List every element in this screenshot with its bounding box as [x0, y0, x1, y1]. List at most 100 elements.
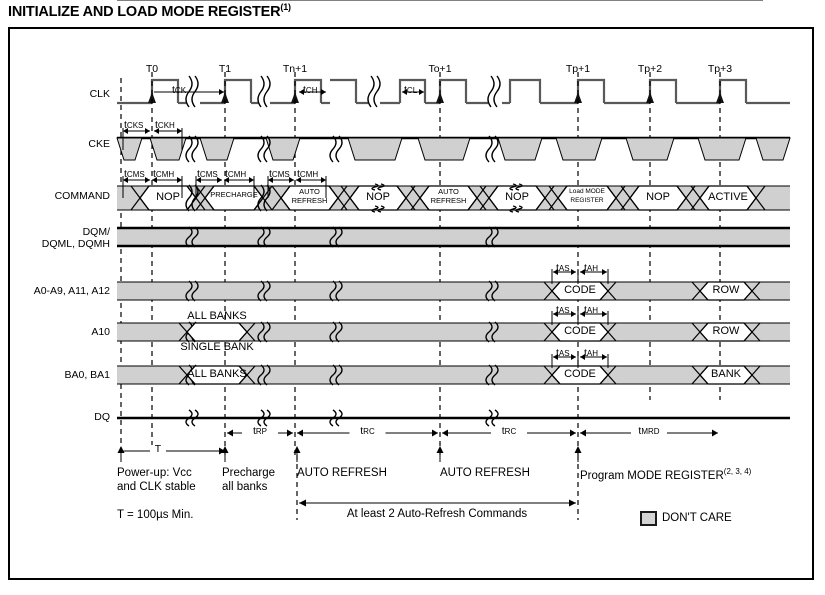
clock-tick-T1: T1 — [218, 63, 232, 75]
tcks-arrow-arrowhead — [145, 128, 150, 134]
addr-row-box-label: ROW — [712, 284, 740, 296]
a10-row-box-cross — [743, 322, 761, 342]
command-label-1: PRECHARGE — [210, 190, 258, 199]
ba-break — [485, 364, 493, 386]
dq-break — [485, 409, 493, 427]
addr-break — [263, 280, 271, 302]
tcl-arrow-arrowhead — [402, 89, 407, 95]
dq-break — [329, 409, 337, 427]
event-marker-head-3 — [436, 446, 444, 453]
trc-interval-2-label-bg — [491, 427, 527, 439]
command-break — [257, 184, 265, 212]
command-cross — [340, 185, 360, 211]
tas-arrow-arrowhead — [571, 311, 576, 317]
clk-break — [257, 75, 265, 108]
a10-code-box-cross — [599, 322, 617, 342]
signal-label-ba: BA0, BA1 — [64, 369, 110, 381]
clock-edge-Tp+2 — [646, 92, 654, 103]
param-tcmh-1: tCMH — [225, 168, 247, 180]
clock-edge-T1 — [221, 92, 229, 103]
cke-break — [191, 135, 199, 163]
tck-arrow-arrowhead — [219, 89, 224, 95]
command-label-0: NOP — [156, 191, 180, 203]
a10-break — [491, 321, 499, 343]
signal-label-clk: CLK — [89, 88, 110, 100]
clk-break — [367, 75, 375, 108]
command-cross — [606, 185, 626, 211]
cke-dont-care-7 — [555, 137, 603, 161]
a10-allbanks-label: ALL BANKS — [187, 310, 247, 322]
autorefresh-span-ah — [569, 499, 576, 507]
command-cross — [535, 185, 555, 211]
addr-code-box-label: CODE — [564, 284, 596, 296]
a10-code-box-cross — [543, 322, 561, 342]
command-break-small — [371, 205, 379, 213]
trc-interval-1-ah — [297, 429, 303, 437]
cke-break — [329, 135, 337, 163]
command-label-2: AUTO — [299, 187, 320, 196]
signal-label-addr: A0-A9, A11, A12 — [33, 285, 110, 297]
command-break-small — [377, 205, 385, 213]
ba-break — [329, 364, 337, 386]
t-interval-label: T — [154, 443, 162, 455]
tch-arrow-arrowhead — [299, 89, 304, 95]
trp-interval-ah — [227, 429, 233, 437]
param-tah-0: tAH — [584, 262, 599, 274]
clk-break — [373, 75, 381, 108]
a10-cross — [178, 322, 196, 342]
ba-break — [257, 364, 265, 386]
command-cross — [130, 185, 150, 211]
addr-break — [335, 280, 343, 302]
dq-break — [491, 409, 499, 427]
cke-dont-care-2 — [199, 137, 235, 161]
tas-arrow-arrowhead — [571, 354, 576, 360]
signal-label-command: COMMAND — [54, 190, 110, 202]
dqm-break — [335, 226, 343, 248]
dqm-break — [491, 226, 499, 248]
cke-dont-care-0 — [116, 137, 143, 161]
tmrd-interval-label: tMRD — [638, 425, 660, 437]
param-tas-2: tAS — [556, 347, 570, 359]
annotation-5: AUTO REFRESH — [297, 467, 387, 479]
event-marker-head-1 — [221, 446, 229, 453]
param-tcks: tCKS — [124, 119, 144, 131]
param-tah-2: tAH — [584, 347, 599, 359]
signal-label-dq: DQ — [94, 411, 110, 423]
param-tas-0: tAS — [556, 262, 570, 274]
autorefresh-span-label: At least 2 Auto-Refresh Commands — [346, 508, 528, 520]
dq-break — [191, 409, 199, 427]
dqm-break — [263, 226, 271, 248]
annotation-1: and CLK stable — [117, 481, 196, 493]
signal-label-a10: A10 — [91, 326, 110, 338]
cke-dont-care-9 — [697, 137, 747, 161]
tcmh-arrow-arrowhead — [224, 177, 229, 183]
tah-arrow-arrowhead — [602, 311, 607, 317]
addr-break — [485, 280, 493, 302]
tah-arrow-arrowhead — [580, 269, 585, 275]
trc-interval-2-ah — [570, 429, 576, 437]
addr-break — [257, 280, 265, 302]
command-label-5: NOP — [505, 191, 529, 203]
a10-break — [263, 321, 271, 343]
trc-interval-1-label-bg — [349, 427, 386, 439]
a10-cross — [238, 322, 256, 342]
a10-code-box-label: CODE — [564, 325, 596, 337]
clk-pulse — [508, 78, 542, 103]
annotation-0: Power-up: Vcc — [117, 467, 192, 479]
addr-break — [191, 280, 199, 302]
addr-row-box-cross — [743, 281, 761, 301]
command-break — [263, 184, 271, 212]
tcks-arrow-arrowhead — [123, 128, 128, 134]
annotation-4: all banks — [222, 481, 268, 493]
dont-care-legend-label: DON'T CARE — [662, 512, 732, 524]
trp-interval-label: tRP — [252, 425, 268, 437]
a10-break — [485, 321, 493, 343]
clk-pulse — [398, 78, 427, 103]
dqm-band — [117, 228, 790, 246]
clk-pulse — [223, 78, 253, 103]
trc-interval-2-ah — [442, 429, 448, 437]
cke-break — [257, 135, 265, 163]
tcl-arrow-arrowhead — [419, 89, 424, 95]
param-tcmh-2: tCMH — [297, 168, 319, 180]
